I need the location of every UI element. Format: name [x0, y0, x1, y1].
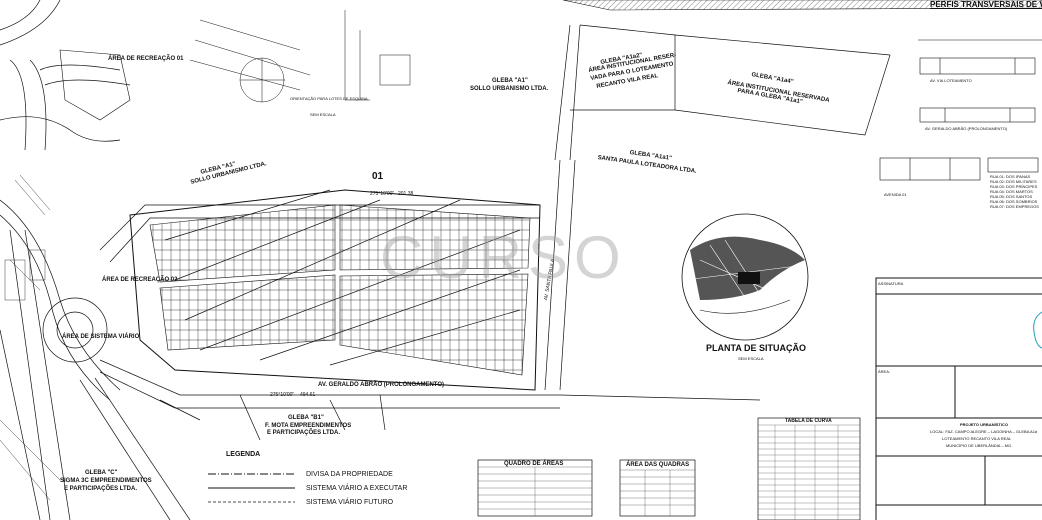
street-item: RUA 03: DOS PRÍNCIPES [990, 184, 1038, 189]
legend-item-executar: SISTEMA VIÁRIO A EXECUTAR [306, 485, 408, 492]
legend-title: LEGENDA [226, 451, 261, 458]
label-orientacao: ORIENTAÇÃO PARA LOTES DE ESQUINA [290, 96, 368, 101]
road-profiles [879, 39, 1042, 181]
label-mota-1: F. MOTA EMPREENDIMENTOS [265, 423, 352, 429]
label-area-recreacao-02: ÁREA DE RECREAÇÃO 02 [102, 277, 178, 283]
label-dim-1: 275°10'00" [370, 191, 395, 197]
street-list: RUA 01: DOS IPANAS RUA 02: DOS MILITARES… [990, 174, 1039, 209]
label-mota-2: E PARTICIPAÇÕES LTDA. [267, 430, 341, 436]
label-area-sistema-viario: ÁREA DE SISTEMA VIÁRIO [62, 334, 140, 340]
area-quadras-title: ÁREA DAS QUADRAS [626, 462, 690, 468]
street-item: RUA 06: DOS SOMBRIOS [990, 199, 1038, 204]
perfis-caption-1: AV. VIA LOTEAMENTO [930, 78, 972, 83]
street-item: RUA 05: DOS SANTOS [990, 194, 1033, 199]
legend-item-divisa: DIVISA DA PROPRIEDADE [306, 471, 393, 478]
label-sigma-2: E PARTICIPAÇÕES LTDA. [64, 486, 138, 492]
street-item: RUA 07: DOS EMPREGOS [990, 204, 1039, 209]
lots-block [149, 204, 531, 376]
label-dim-3: 275°10'00" [270, 392, 295, 398]
label-area-recreacao-01: ÁREA DE RECREAÇÃO 01 [108, 56, 184, 62]
label-sigma-1: SIGMA 3C EMPREENDIMENTOS [60, 478, 152, 484]
sewer-lines [159, 189, 521, 441]
quadro-areas-title: QUADRO DE ÁREAS [504, 461, 564, 467]
situacao-scale: SEM ESCALA [738, 356, 764, 361]
label-gleba-a1-top: GLEBA "A1" [492, 78, 528, 84]
carimbo-area: ÁREA: [878, 369, 891, 374]
recreacao-01-area [59, 49, 131, 121]
left-streets [0, 0, 560, 520]
situacao-map [681, 213, 809, 341]
perfis-caption-3: AVENIDA 01 [884, 192, 907, 197]
table-rows [478, 466, 695, 516]
detail-sketch [189, 10, 411, 103]
situacao-title: PLANTA DE SITUAÇÃO [706, 343, 806, 353]
watermark: CURSO [380, 224, 627, 291]
street-item: RUA 01: DOS IPANAS [990, 174, 1031, 179]
carimbo-projeto-4: MUNICÍPIO DE UBERLÂNDIA – MG. [946, 443, 1013, 448]
label-dim-4: 494.61 [300, 392, 316, 398]
block-outline [129, 189, 541, 391]
carimbo-projeto-2: LOCAL: FAZ. CAMPO ALEGRE – LAGOINHA – GL… [930, 429, 1038, 434]
hatched-area [562, 0, 1042, 11]
label-gleba-b1: GLEBA "B1" [288, 415, 324, 421]
label-lot-number: 01 [372, 171, 384, 182]
edge-accent-mark [1033, 311, 1042, 349]
label-av-geraldo: AV. GERALDO ABRÃO (PROLONGAMENTO) [318, 382, 445, 388]
legend-item-futuro: SISTEMA VIÁRIO FUTURO [306, 499, 394, 506]
label-sem-escala: SEM ESCALA [310, 112, 336, 117]
tables [477, 417, 861, 520]
parcel-boundaries [544, 24, 891, 401]
street-item: RUA 04: DOS MARTOS [990, 189, 1033, 194]
title-block [875, 277, 1042, 520]
street-item: RUA 02: DOS MILITARES [990, 179, 1037, 184]
perfis-title: PERFIS TRANSVERSAIS DE VIAS [930, 0, 1042, 9]
carimbo-assinatura: ASSINATURA [878, 281, 904, 286]
tabela-curva-title: TABELA DE CURVA [785, 418, 832, 424]
perfis-caption-2: AV. GERALDO ABRÃO (PROLONGAMENTO) [925, 126, 1008, 131]
carimbo-projeto-1: PROJETO URBANÍSTICO [960, 422, 1008, 427]
label-dim-2: 201.38 [398, 191, 414, 197]
label-sollo-top: SOLLO URBANISMO LTDA. [470, 86, 549, 92]
curve-table-rows [758, 424, 860, 520]
label-gleba-c: GLEBA "C" [85, 470, 118, 476]
carimbo-projeto-3: LOTEAMENTO RECANTO VILA REAL [942, 436, 1012, 441]
legend-lines [208, 473, 295, 503]
left-curb-details [0, 174, 61, 501]
